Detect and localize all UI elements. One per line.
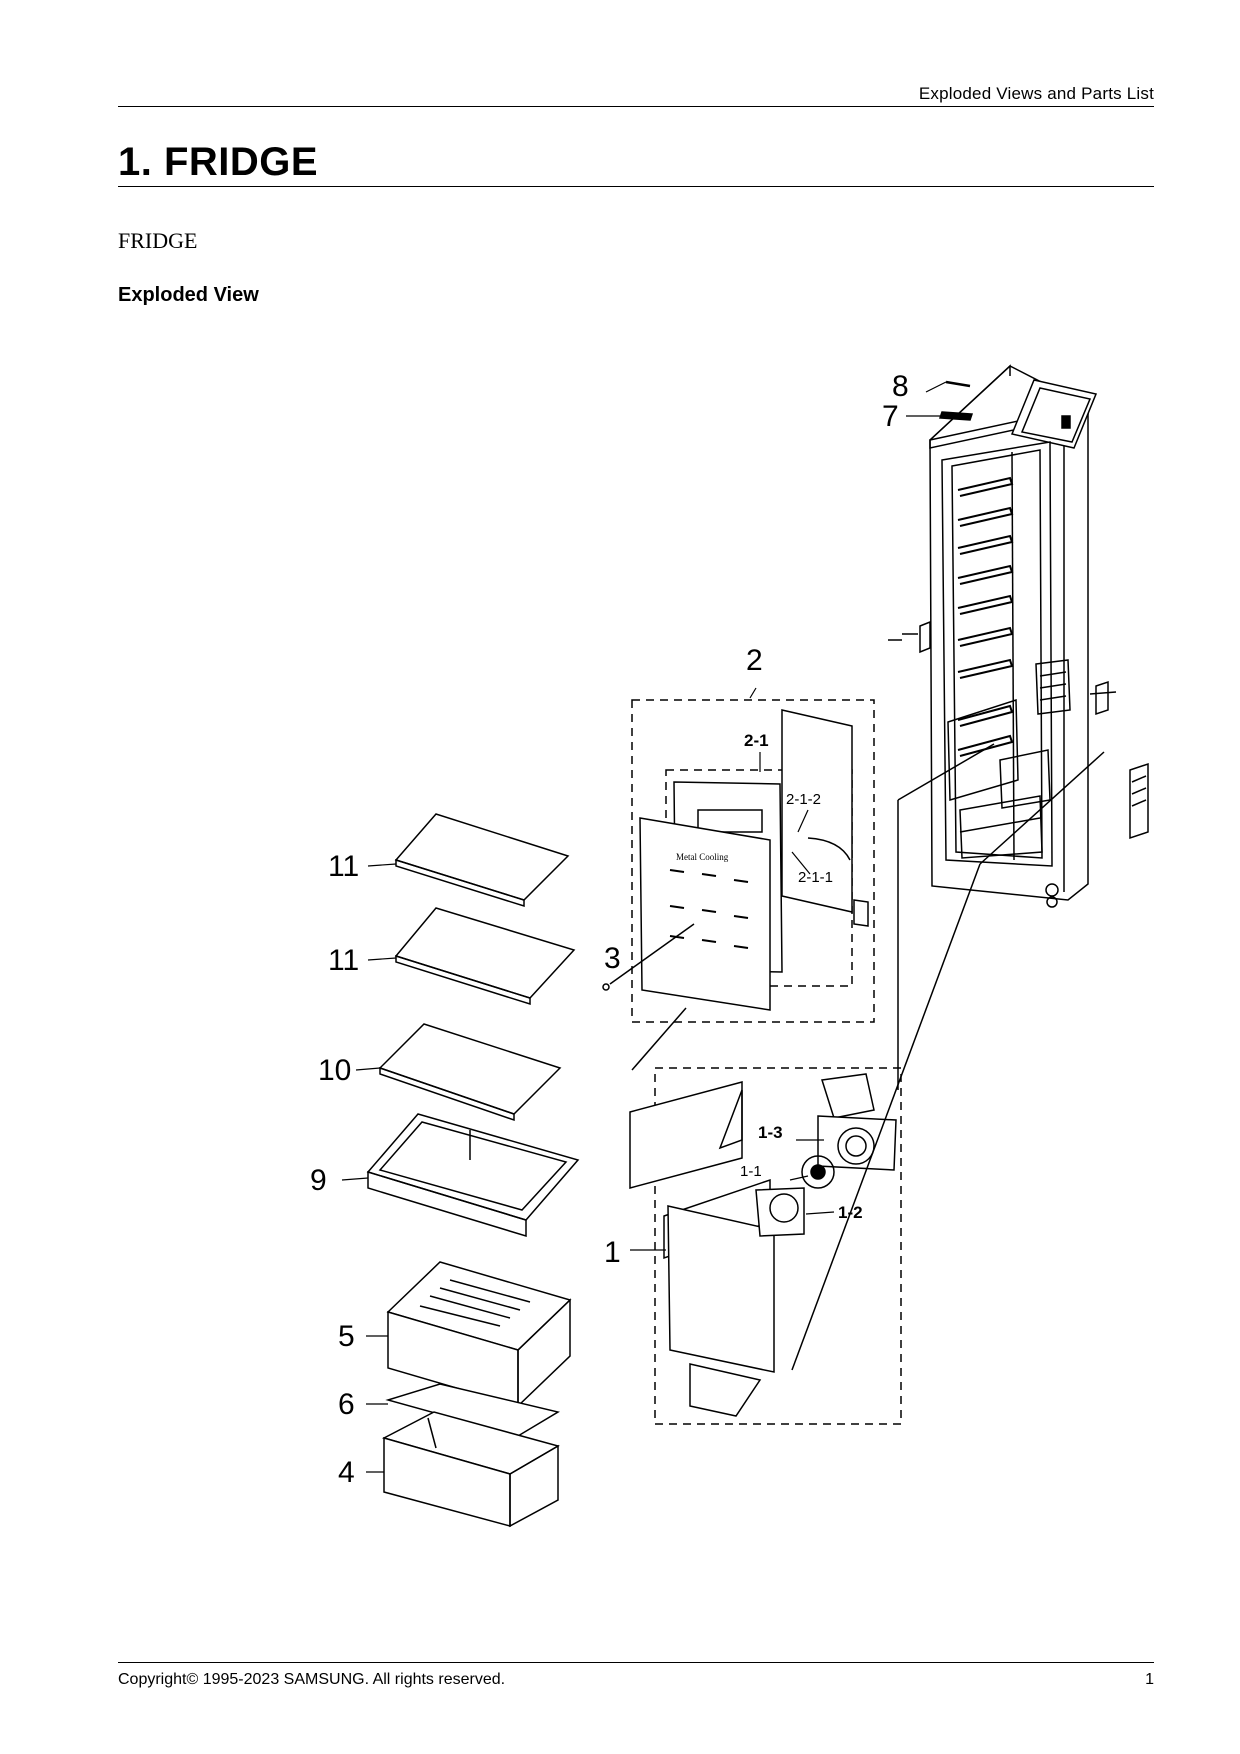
callout-1: 1 (604, 1236, 621, 1269)
subtitle: FRIDGE (118, 228, 198, 253)
running-header: Exploded Views and Parts List (918, 84, 1154, 103)
callout-8: 8 (892, 370, 909, 403)
shelves-11-10 (378, 813, 576, 1122)
callout-11-top: 11 (328, 850, 359, 883)
section-heading: Exploded View (118, 284, 259, 306)
callout-4: 4 (338, 1456, 355, 1489)
header-rule (118, 106, 1154, 107)
callout-6: 6 (338, 1388, 355, 1421)
assembly-2: Metal Cooling (602, 699, 875, 1023)
callout-5: 5 (338, 1320, 355, 1353)
page-title: 1. FRIDGE (118, 140, 319, 184)
assembly-leader-lines (631, 743, 1105, 1371)
footer-rule (118, 1662, 1154, 1663)
assembly-1 (629, 1067, 902, 1425)
panel-label: Metal Cooling (676, 852, 729, 862)
callout-7: 7 (882, 400, 899, 433)
callout-2-1-2: 2-1-2 (786, 791, 821, 808)
title-rule (118, 186, 1154, 187)
drawers-4-5-6 (381, 1261, 572, 1528)
copyright: Copyright© 1995-2023 SAMSUNG. All rights… (118, 1671, 506, 1688)
hinge-parts-7-8 (938, 380, 974, 421)
callout-1-3: 1-3 (758, 1123, 783, 1142)
callout-labels: 8 7 2 2-1 2-1-2 2-1-1 3 11 11 10 9 5 6 4… (310, 370, 909, 1489)
callout-9: 9 (310, 1164, 327, 1197)
callout-1-2: 1-2 (838, 1203, 863, 1222)
callout-2-1: 2-1 (744, 731, 769, 750)
shelf-9 (366, 1113, 580, 1238)
callout-2: 2 (746, 644, 763, 677)
callout-11-bottom: 11 (328, 944, 359, 977)
callout-3: 3 (604, 942, 621, 975)
fridge-cabinet (888, 364, 1149, 908)
page-number: 1 (1145, 1671, 1154, 1688)
callout-10: 10 (318, 1054, 351, 1087)
callout-leaders (341, 381, 947, 1473)
callout-2-1-1: 2-1-1 (798, 869, 833, 886)
callout-1-1: 1-1 (740, 1163, 762, 1180)
